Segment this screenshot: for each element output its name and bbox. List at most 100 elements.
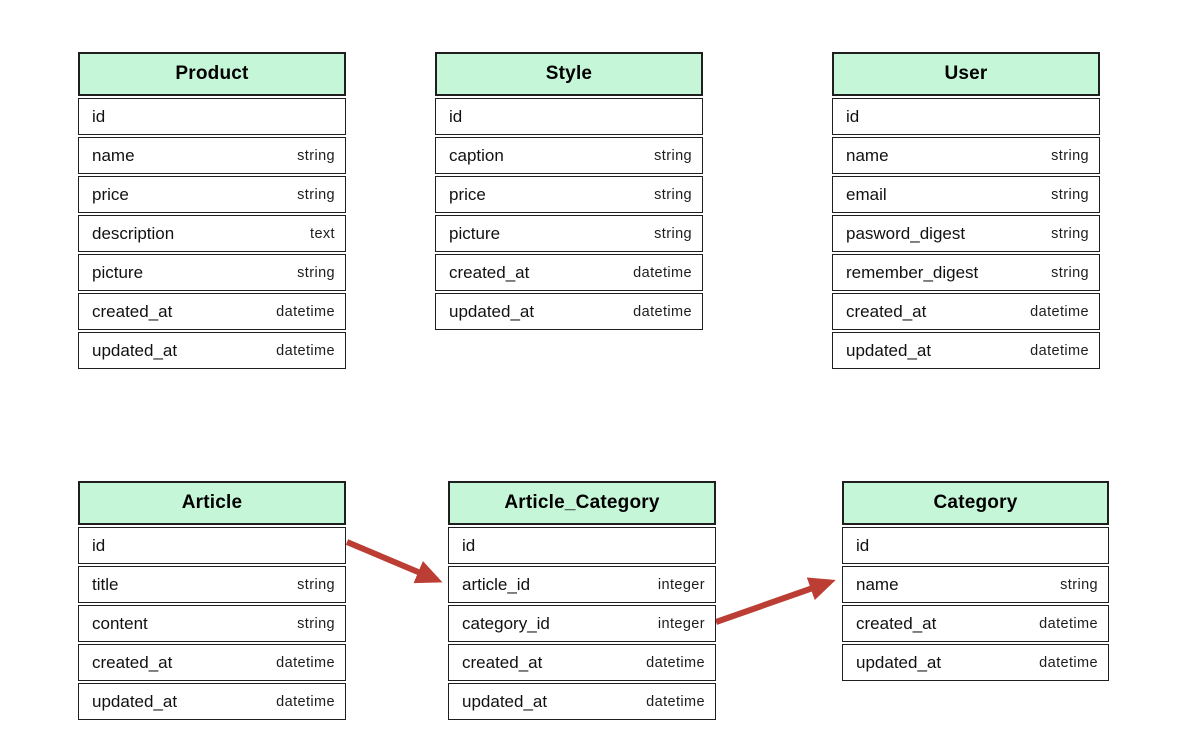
field-row: updated_at datetime — [435, 293, 703, 330]
field-name-label: article_id — [462, 574, 531, 594]
field-name-label: updated_at — [856, 652, 942, 672]
field-type-label: datetime — [633, 303, 692, 320]
field-row: id — [842, 527, 1109, 564]
field-name-label: created_at — [449, 262, 530, 282]
entity-table-article: Article id title string content string create… — [78, 481, 346, 720]
field-type-label: string — [654, 147, 692, 164]
field-row: updated_at datetime — [842, 644, 1109, 681]
field-type-label: datetime — [1039, 654, 1098, 671]
table-title: Article_Category — [504, 492, 660, 513]
field-type-label: integer — [657, 615, 705, 632]
field-row: price string — [78, 176, 346, 213]
field-type-label: datetime — [276, 303, 335, 320]
field-name-label: caption — [449, 145, 504, 165]
field-type-label: integer — [657, 576, 705, 593]
relationship-arrow-article_category-to-category — [715, 577, 836, 625]
field-name-label: title — [92, 574, 119, 594]
field-row: title string — [78, 566, 346, 603]
table-title: Category — [933, 492, 1018, 513]
field-name-label: id — [449, 106, 463, 126]
field-type-label: string — [297, 147, 335, 164]
table-header: Article_Category — [448, 481, 716, 525]
table-title: User — [944, 63, 988, 84]
field-name-label: updated_at — [846, 340, 932, 360]
field-name-label: created_at — [462, 652, 543, 672]
field-row: created_at datetime — [78, 293, 346, 330]
table-header: Category — [842, 481, 1109, 525]
field-row: category_id integer — [448, 605, 716, 642]
field-row: price string — [435, 176, 703, 213]
field-row: pasword_digest string — [832, 215, 1100, 252]
field-name-label: price — [92, 184, 129, 204]
table-title: Product — [175, 63, 249, 84]
field-name-label: name — [846, 145, 889, 165]
field-name-label: created_at — [92, 301, 173, 321]
table-title: Article — [181, 492, 243, 513]
field-type-label: string — [1051, 147, 1089, 164]
field-row: id — [435, 98, 703, 135]
field-row: name string — [78, 137, 346, 174]
field-type-label: datetime — [276, 654, 335, 671]
relationship-arrow-article-to-article_category — [345, 539, 443, 584]
field-name-label: created_at — [92, 652, 173, 672]
field-name-label: id — [856, 535, 870, 555]
field-type-label: datetime — [1030, 303, 1089, 320]
field-name-label: price — [449, 184, 486, 204]
field-type-label: string — [297, 186, 335, 203]
table-rows: id title string content string created_at date… — [78, 527, 346, 720]
field-name-label: category_id — [462, 613, 550, 633]
field-type-label: string — [297, 615, 335, 632]
field-type-label: datetime — [276, 342, 335, 359]
field-name-label: id — [846, 106, 860, 126]
field-type-label: string — [654, 186, 692, 203]
table-header: User — [832, 52, 1100, 96]
field-type-label: string — [654, 225, 692, 242]
table-title: Style — [545, 63, 593, 84]
field-type-label: string — [1051, 225, 1089, 242]
field-row: created_at datetime — [448, 644, 716, 681]
field-row: updated_at datetime — [832, 332, 1100, 369]
field-type-label: datetime — [1039, 615, 1098, 632]
field-name-label: content — [92, 613, 148, 633]
table-header: Product — [78, 52, 346, 96]
field-row: updated_at datetime — [448, 683, 716, 720]
field-type-label: datetime — [646, 693, 705, 710]
field-name-label: updated_at — [449, 301, 535, 321]
field-name-label: name — [92, 145, 135, 165]
field-type-label: datetime — [1030, 342, 1089, 359]
field-name-label: updated_at — [92, 691, 178, 711]
field-type-label: string — [1051, 264, 1089, 281]
field-row: id — [78, 527, 346, 564]
field-name-label: updated_at — [462, 691, 548, 711]
field-type-label: datetime — [646, 654, 705, 671]
field-row: created_at datetime — [832, 293, 1100, 330]
field-type-label: string — [297, 576, 335, 593]
field-row: name string — [832, 137, 1100, 174]
field-name-label: created_at — [846, 301, 927, 321]
field-row: id — [448, 527, 716, 564]
field-name-label: email — [846, 184, 887, 204]
field-type-label: text — [310, 225, 335, 242]
field-row: id — [78, 98, 346, 135]
table-header: Article — [78, 481, 346, 525]
field-name-label: id — [462, 535, 476, 555]
field-name-label: pasword_digest — [846, 223, 966, 243]
